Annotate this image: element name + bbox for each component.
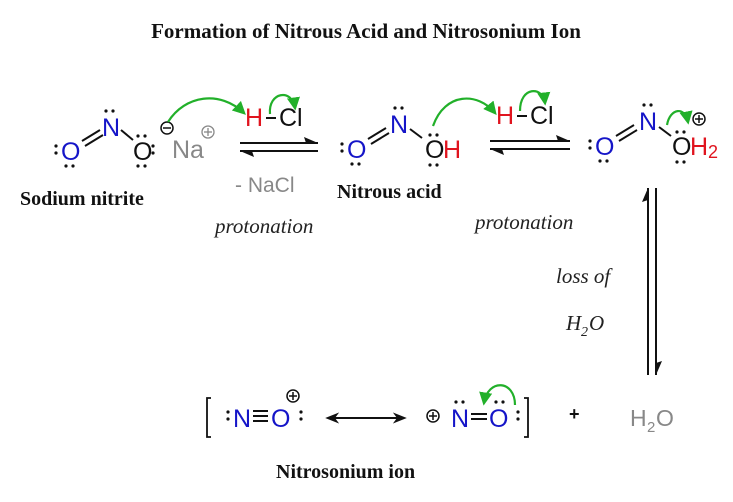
- atom-oxygen: O: [61, 138, 80, 166]
- atom-oxygen: O: [672, 133, 691, 161]
- atom-nitrogen: N: [102, 114, 120, 142]
- condition-water-o: O: [589, 311, 604, 335]
- electron-push-arrow: [665, 110, 693, 126]
- electron-push-arrow: [479, 384, 517, 406]
- atom-oxygen-anion: O: [133, 138, 152, 166]
- atom-nitrogen: N: [639, 108, 657, 136]
- atom-hydrogen: H: [690, 133, 708, 161]
- condition-water-h: H: [565, 311, 583, 335]
- positive-charge-icon: [286, 389, 300, 403]
- sodium-nitrite-label: Sodium nitrite: [20, 188, 144, 210]
- condition-water-sub: 2: [581, 325, 588, 340]
- atom-hydrogen: H: [496, 102, 514, 130]
- atom-oxygen: O: [595, 133, 614, 161]
- page-title: Formation of Nitrous Acid and Nitrosoniu…: [151, 19, 581, 43]
- condition-protonation-2: protonation: [473, 210, 573, 234]
- equilibrium-arrow-vertical: [642, 188, 662, 375]
- water-o: O: [656, 405, 674, 431]
- byproduct-nacl: - NaCl: [235, 174, 295, 197]
- atom-oxygen: O: [489, 405, 508, 433]
- plus-sign: +: [569, 404, 580, 424]
- nitrous-acid-structure: O N O H: [340, 106, 461, 167]
- atom-chlorine: Cl: [530, 102, 554, 130]
- negative-charge-icon: [160, 121, 174, 135]
- electron-push-arrow: [518, 90, 551, 112]
- protonated-nitrous-acid-structure: O N O H 2: [588, 103, 718, 164]
- water-sub: 2: [647, 419, 655, 436]
- right-bracket: [524, 397, 529, 438]
- atom-oxygen: O: [425, 136, 444, 164]
- electron-push-arrow: [268, 93, 300, 115]
- water-h: H: [630, 405, 647, 431]
- nitrous-acid-label: Nitrous acid: [337, 181, 442, 203]
- positive-charge-icon: [692, 112, 706, 126]
- water-product: H 2 O: [630, 405, 674, 436]
- condition-protonation-1: protonation: [213, 214, 313, 238]
- positive-charge-icon: [201, 125, 215, 139]
- atom-nitrogen: N: [390, 111, 408, 139]
- hcl-reagent-1: H Cl: [245, 104, 303, 132]
- condition-loss-of: loss of: [556, 264, 613, 288]
- subscript-2: 2: [708, 142, 718, 162]
- electron-push-arrow: [431, 97, 497, 127]
- atom-chlorine: Cl: [279, 104, 303, 132]
- nitrosonium-resonance: N O N O: [206, 384, 529, 438]
- atom-oxygen: O: [347, 136, 366, 164]
- hcl-reagent-2: H Cl: [496, 102, 554, 130]
- equilibrium-arrow-2: [490, 135, 570, 155]
- atom-nitrogen: N: [233, 405, 251, 433]
- nitrosonium-ion-label: Nitrosonium ion: [276, 461, 415, 483]
- sodium-ion: Na: [172, 136, 204, 164]
- atom-oxygen: O: [271, 405, 290, 433]
- left-bracket: [206, 397, 211, 438]
- atom-hydrogen: H: [443, 136, 461, 164]
- equilibrium-arrow-1: [240, 137, 318, 157]
- positive-charge-icon: [426, 409, 440, 423]
- atom-hydrogen: H: [245, 104, 263, 132]
- electron-push-arrow: [167, 97, 246, 123]
- sodium-nitrite-structure: O N O Na: [54, 109, 215, 168]
- atom-nitrogen: N: [451, 405, 469, 433]
